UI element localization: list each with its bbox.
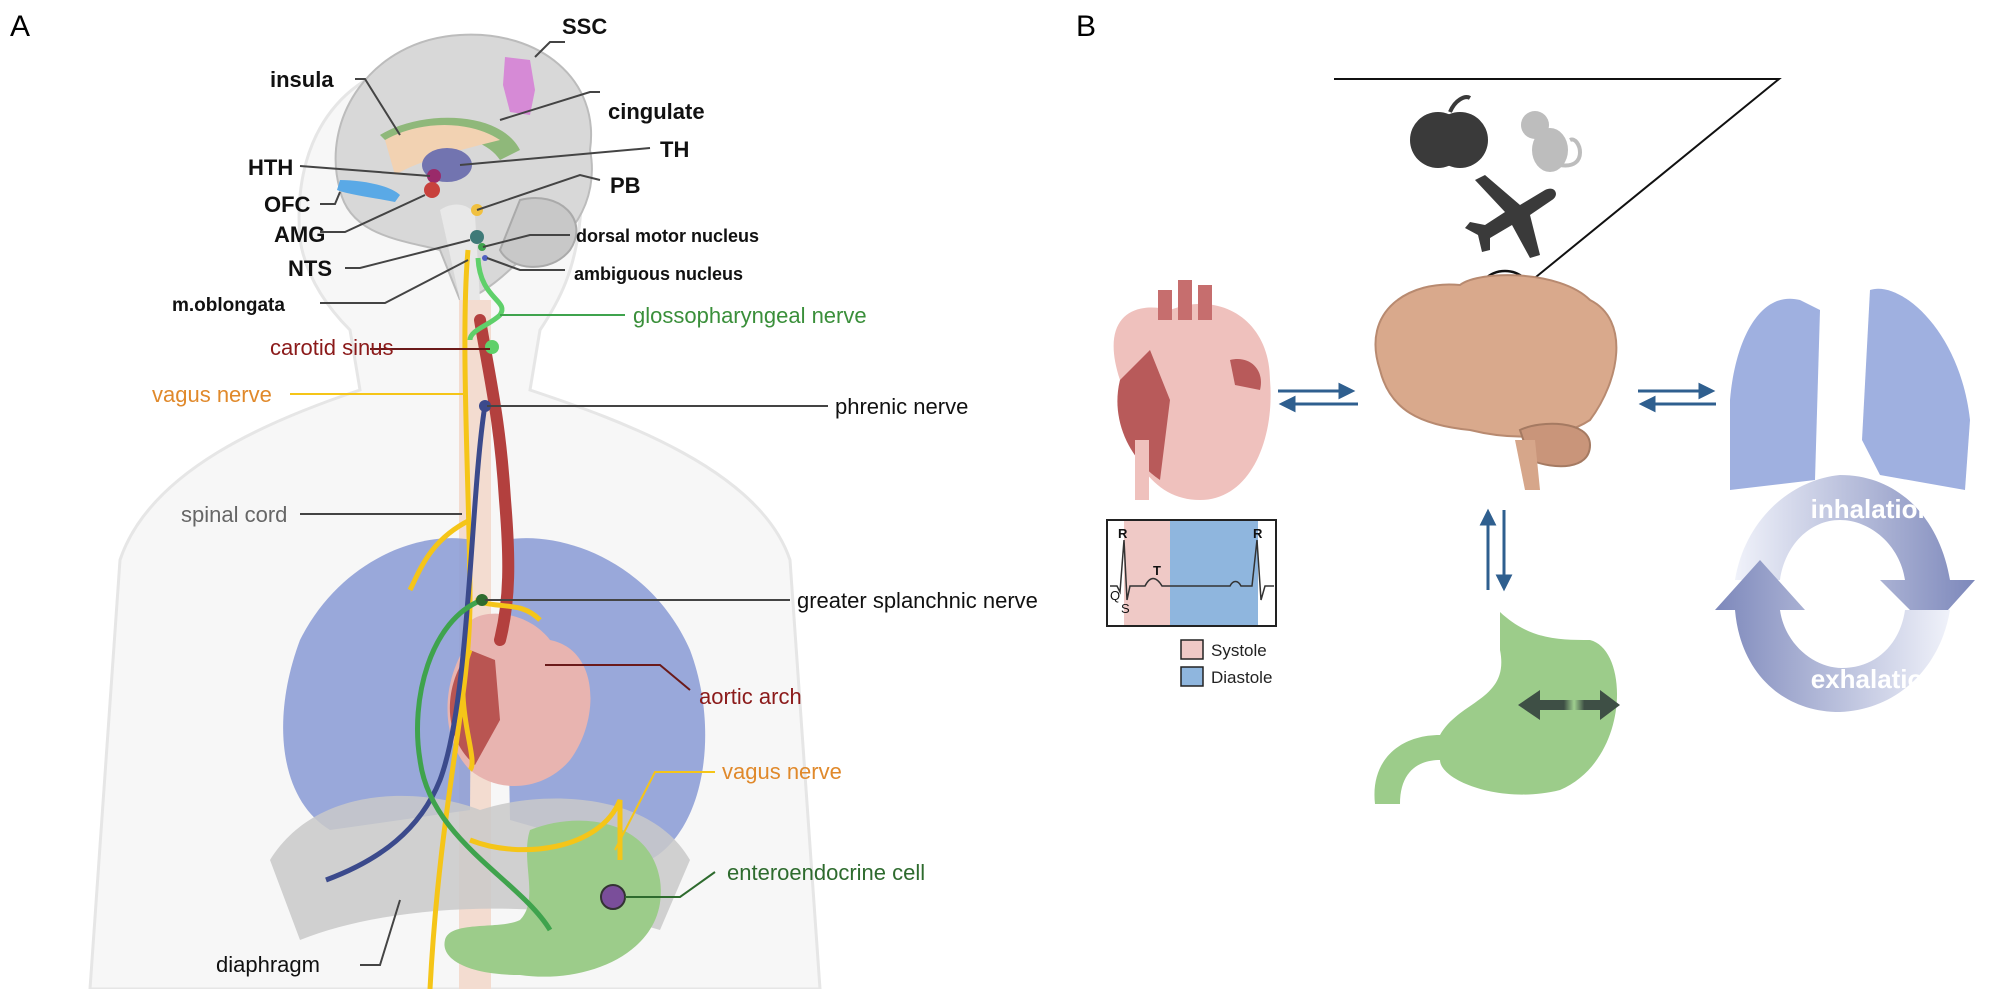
inhalation-arrow: [1735, 475, 1975, 630]
phrenic-node: [479, 400, 491, 412]
label-spinal-cord: spinal cord: [181, 502, 287, 527]
label-ssc: SSC: [562, 14, 607, 39]
heart-illustration: [1113, 280, 1271, 500]
ssc-region: [503, 57, 535, 115]
label-ofc: OFC: [264, 192, 311, 217]
cerebellum-b: [1518, 422, 1592, 468]
legend-systole: Systole: [1211, 641, 1267, 660]
stomach-illustration: [1374, 612, 1620, 804]
brainstem: [440, 204, 480, 300]
phrenic-nerve-path: [325, 404, 488, 883]
label-inhalation: inhalation: [1811, 494, 1934, 524]
ecg-t: T: [1153, 563, 1161, 578]
cerebellum: [498, 197, 578, 268]
panel-label-b: B: [1076, 10, 1096, 43]
breathing-cycle: inhalation exhalation: [1715, 475, 1975, 712]
label-m-oblongata: m.oblongata: [172, 295, 285, 316]
label-vagus-nerve-upper: vagus nerve: [152, 382, 272, 407]
systole-band: [1124, 521, 1170, 625]
legend-diastole: Diastole: [1211, 668, 1272, 687]
ecg-r-right: R: [1253, 526, 1263, 541]
lungs-illustration: [1730, 288, 1970, 490]
enteroendocrine-cell: [600, 884, 626, 910]
panel-label-a: A: [10, 10, 30, 43]
hypothalamus-region: [427, 169, 441, 183]
label-nts: NTS: [288, 256, 332, 281]
cingulate-region: [380, 117, 520, 160]
splanchnic-nerve-path: [415, 597, 553, 932]
ecg-q: Q: [1110, 588, 1120, 603]
label-amg: AMG: [274, 222, 325, 247]
amygdala-region: [424, 182, 440, 198]
label-vagus-nerve-lower: vagus nerve: [722, 759, 842, 784]
label-carotid-sinus: carotid sinus: [270, 335, 394, 360]
arrows: [1278, 382, 1716, 592]
exhalation-arrow: [1715, 560, 1950, 712]
leader-lines: [290, 41, 828, 966]
ecg-panel: R R T Q S: [1106, 519, 1277, 627]
stomach: [444, 820, 661, 977]
ecg-trace: [1110, 539, 1274, 601]
splanchnic-node: [476, 594, 488, 606]
nts-nucleus: [470, 230, 484, 244]
brain-lung-arrows: [1638, 382, 1716, 413]
brain-sagittal: [334, 33, 593, 302]
brain-illustration: [1374, 274, 1618, 490]
brain-stomach-arrows: [1479, 508, 1513, 592]
label-glossopharyngeal-nerve: glossopharyngeal nerve: [633, 303, 867, 328]
ambiguous-nucleus: [482, 255, 488, 261]
label-greater-splanchnic-nerve: greater splanchnic nerve: [797, 588, 1038, 613]
label-exhalation: exhalation: [1811, 664, 1940, 694]
right-lung: [505, 538, 706, 860]
label-enteroendocrine-cell: enteroendocrine cell: [727, 860, 925, 885]
ecg-s: S: [1121, 601, 1130, 616]
label-pb: PB: [610, 173, 641, 198]
legend-swatch-diastole: [1180, 666, 1204, 687]
vagus-branches: [407, 517, 623, 860]
label-ambiguous-nucleus: ambiguous nucleus: [574, 264, 743, 284]
stomach-contraction-arrow: [1518, 690, 1620, 720]
diastole-band: [1170, 521, 1258, 625]
airplane-icon: [1465, 175, 1556, 258]
label-insula: insula: [270, 67, 334, 92]
monkey-icon: [1521, 111, 1582, 172]
left-lung: [283, 538, 472, 830]
dorsal-motor-nucleus: [478, 243, 486, 251]
heart-brain-arrows: [1278, 382, 1358, 413]
apple-icon: [1410, 95, 1488, 168]
label-cingulate: cingulate: [608, 99, 705, 124]
label-th: TH: [660, 137, 689, 162]
ecg-r-left: R: [1118, 526, 1128, 541]
label-dorsal-motor-nucleus: dorsal motor nucleus: [576, 226, 759, 246]
label-hth: HTH: [248, 155, 293, 180]
label-diaphragm: diaphragm: [216, 952, 320, 977]
perception-triangle: [1334, 78, 1782, 291]
legend-swatch-systole: [1180, 639, 1204, 660]
label-phrenic-nerve: phrenic nerve: [835, 394, 968, 419]
label-aortic-arch: aortic arch: [699, 684, 802, 709]
ofc-region: [337, 180, 400, 202]
carotid-sinus-node: [485, 340, 499, 354]
ecg-legend: Systole Diastole: [1180, 639, 1272, 687]
